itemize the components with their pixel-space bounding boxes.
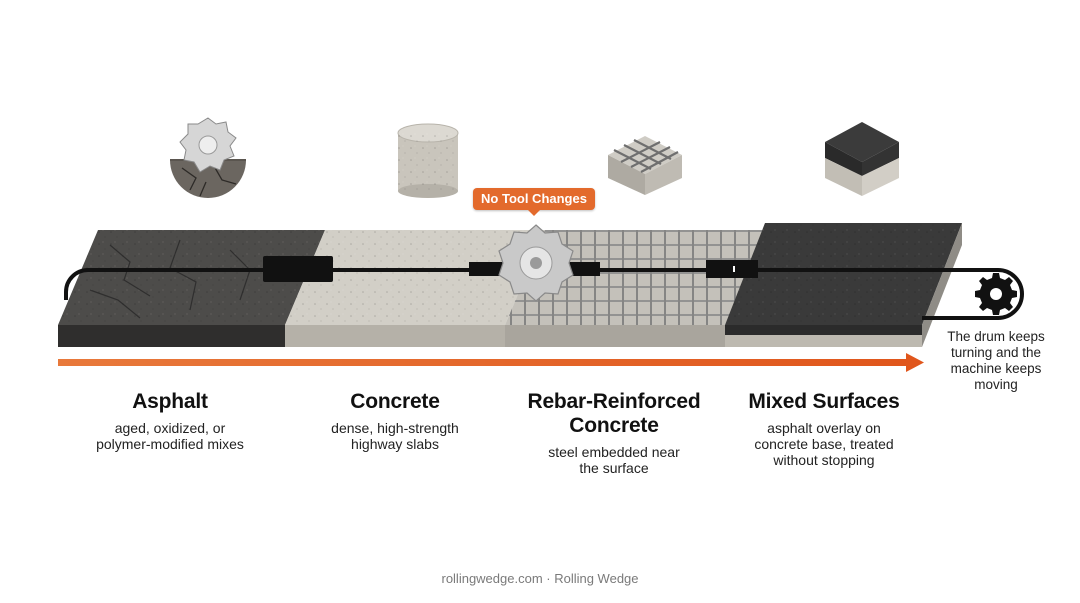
title-line: Rebar-Reinforced xyxy=(527,390,701,413)
description-line: polymer-modified mixes xyxy=(96,436,244,452)
rebar-cube-icon xyxy=(608,136,682,195)
layered-cube-icon xyxy=(825,122,899,196)
material-description: aged, oxidized, or polymer-modified mixe… xyxy=(80,420,260,452)
material-title: Asphalt xyxy=(132,390,208,413)
description-line: the surface xyxy=(579,460,649,476)
description-line: asphalt overlay on xyxy=(767,420,881,436)
description-line: concrete base, treated xyxy=(754,436,894,452)
description-line: dense, high-strength xyxy=(331,420,459,436)
note-line: moving xyxy=(974,377,1018,392)
description-line: without stopping xyxy=(773,452,875,468)
material-title: Concrete xyxy=(350,390,440,413)
material-title: Mixed Surfaces xyxy=(748,390,900,413)
drum-track xyxy=(64,256,1024,320)
note-line: machine keeps xyxy=(950,361,1042,376)
description-line: aged, oxidized, or xyxy=(114,420,226,436)
material-description: steel embedded near the surface xyxy=(508,444,720,476)
concrete-cylinder-icon xyxy=(397,123,459,198)
drum-note: The drum keeps turning and the machine k… xyxy=(940,329,1052,393)
material-title: Rebar-Reinforced Concrete xyxy=(508,390,720,438)
footer-credit: rollingwedge.com · Rolling Wedge xyxy=(441,571,639,586)
note-line: The drum keeps xyxy=(947,329,1045,344)
material-asphalt: Asphalt aged, oxidized, or polymer-modif… xyxy=(80,390,260,452)
cracked-asphalt-icon xyxy=(170,117,246,198)
direction-arrow-icon xyxy=(58,353,924,372)
road-slab xyxy=(58,223,962,347)
title-line: Concrete xyxy=(569,414,659,437)
description-line: highway slabs xyxy=(351,436,439,452)
material-description: dense, high-strength highway slabs xyxy=(305,420,485,452)
cutting-drum-icon xyxy=(498,224,574,302)
description-line: steel embedded near xyxy=(548,444,680,460)
note-line: turning and the xyxy=(950,345,1042,360)
material-concrete: Concrete dense, high-strength highway sl… xyxy=(305,390,485,452)
no-tool-changes-badge: No Tool Changes xyxy=(473,188,595,216)
material-mixed-surfaces: Mixed Surfaces asphalt overlay on concre… xyxy=(734,390,914,468)
material-rebar-reinforced-concrete: Rebar-Reinforced Concrete steel embedded… xyxy=(508,390,720,476)
gear-icon xyxy=(975,273,1017,315)
material-description: asphalt overlay on concrete base, treate… xyxy=(734,420,914,468)
badge-label: No Tool Changes xyxy=(481,191,587,206)
